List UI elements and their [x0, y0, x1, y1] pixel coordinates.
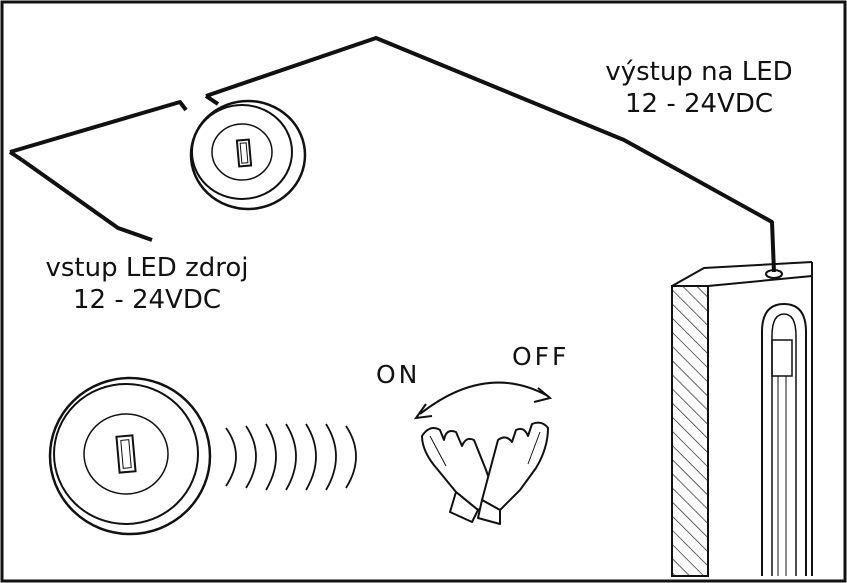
off-label: OFF [512, 342, 570, 371]
input-power-label: vstup LED zdroj 12 - 24VDC [22, 252, 272, 316]
input-label-line2: 12 - 24VDC [72, 285, 222, 315]
input-label-line1: vstup LED zdroj [45, 253, 249, 283]
installed-sensor-switch [189, 99, 307, 211]
waving-hands-icon [421, 421, 549, 525]
sensor-switch-closeup [48, 376, 212, 536]
input-wire [8, 100, 188, 242]
on-label: ON [376, 360, 421, 389]
sensing-waves [225, 423, 357, 491]
output-label-line1: výstup na LED [605, 57, 793, 87]
gesture-arrow [413, 381, 553, 420]
output-led-label: výstup na LED 12 - 24VDC [588, 56, 810, 120]
output-wire [204, 36, 776, 273]
furniture-panel [671, 261, 813, 577]
output-label-line2: 12 - 24VDC [624, 89, 774, 119]
